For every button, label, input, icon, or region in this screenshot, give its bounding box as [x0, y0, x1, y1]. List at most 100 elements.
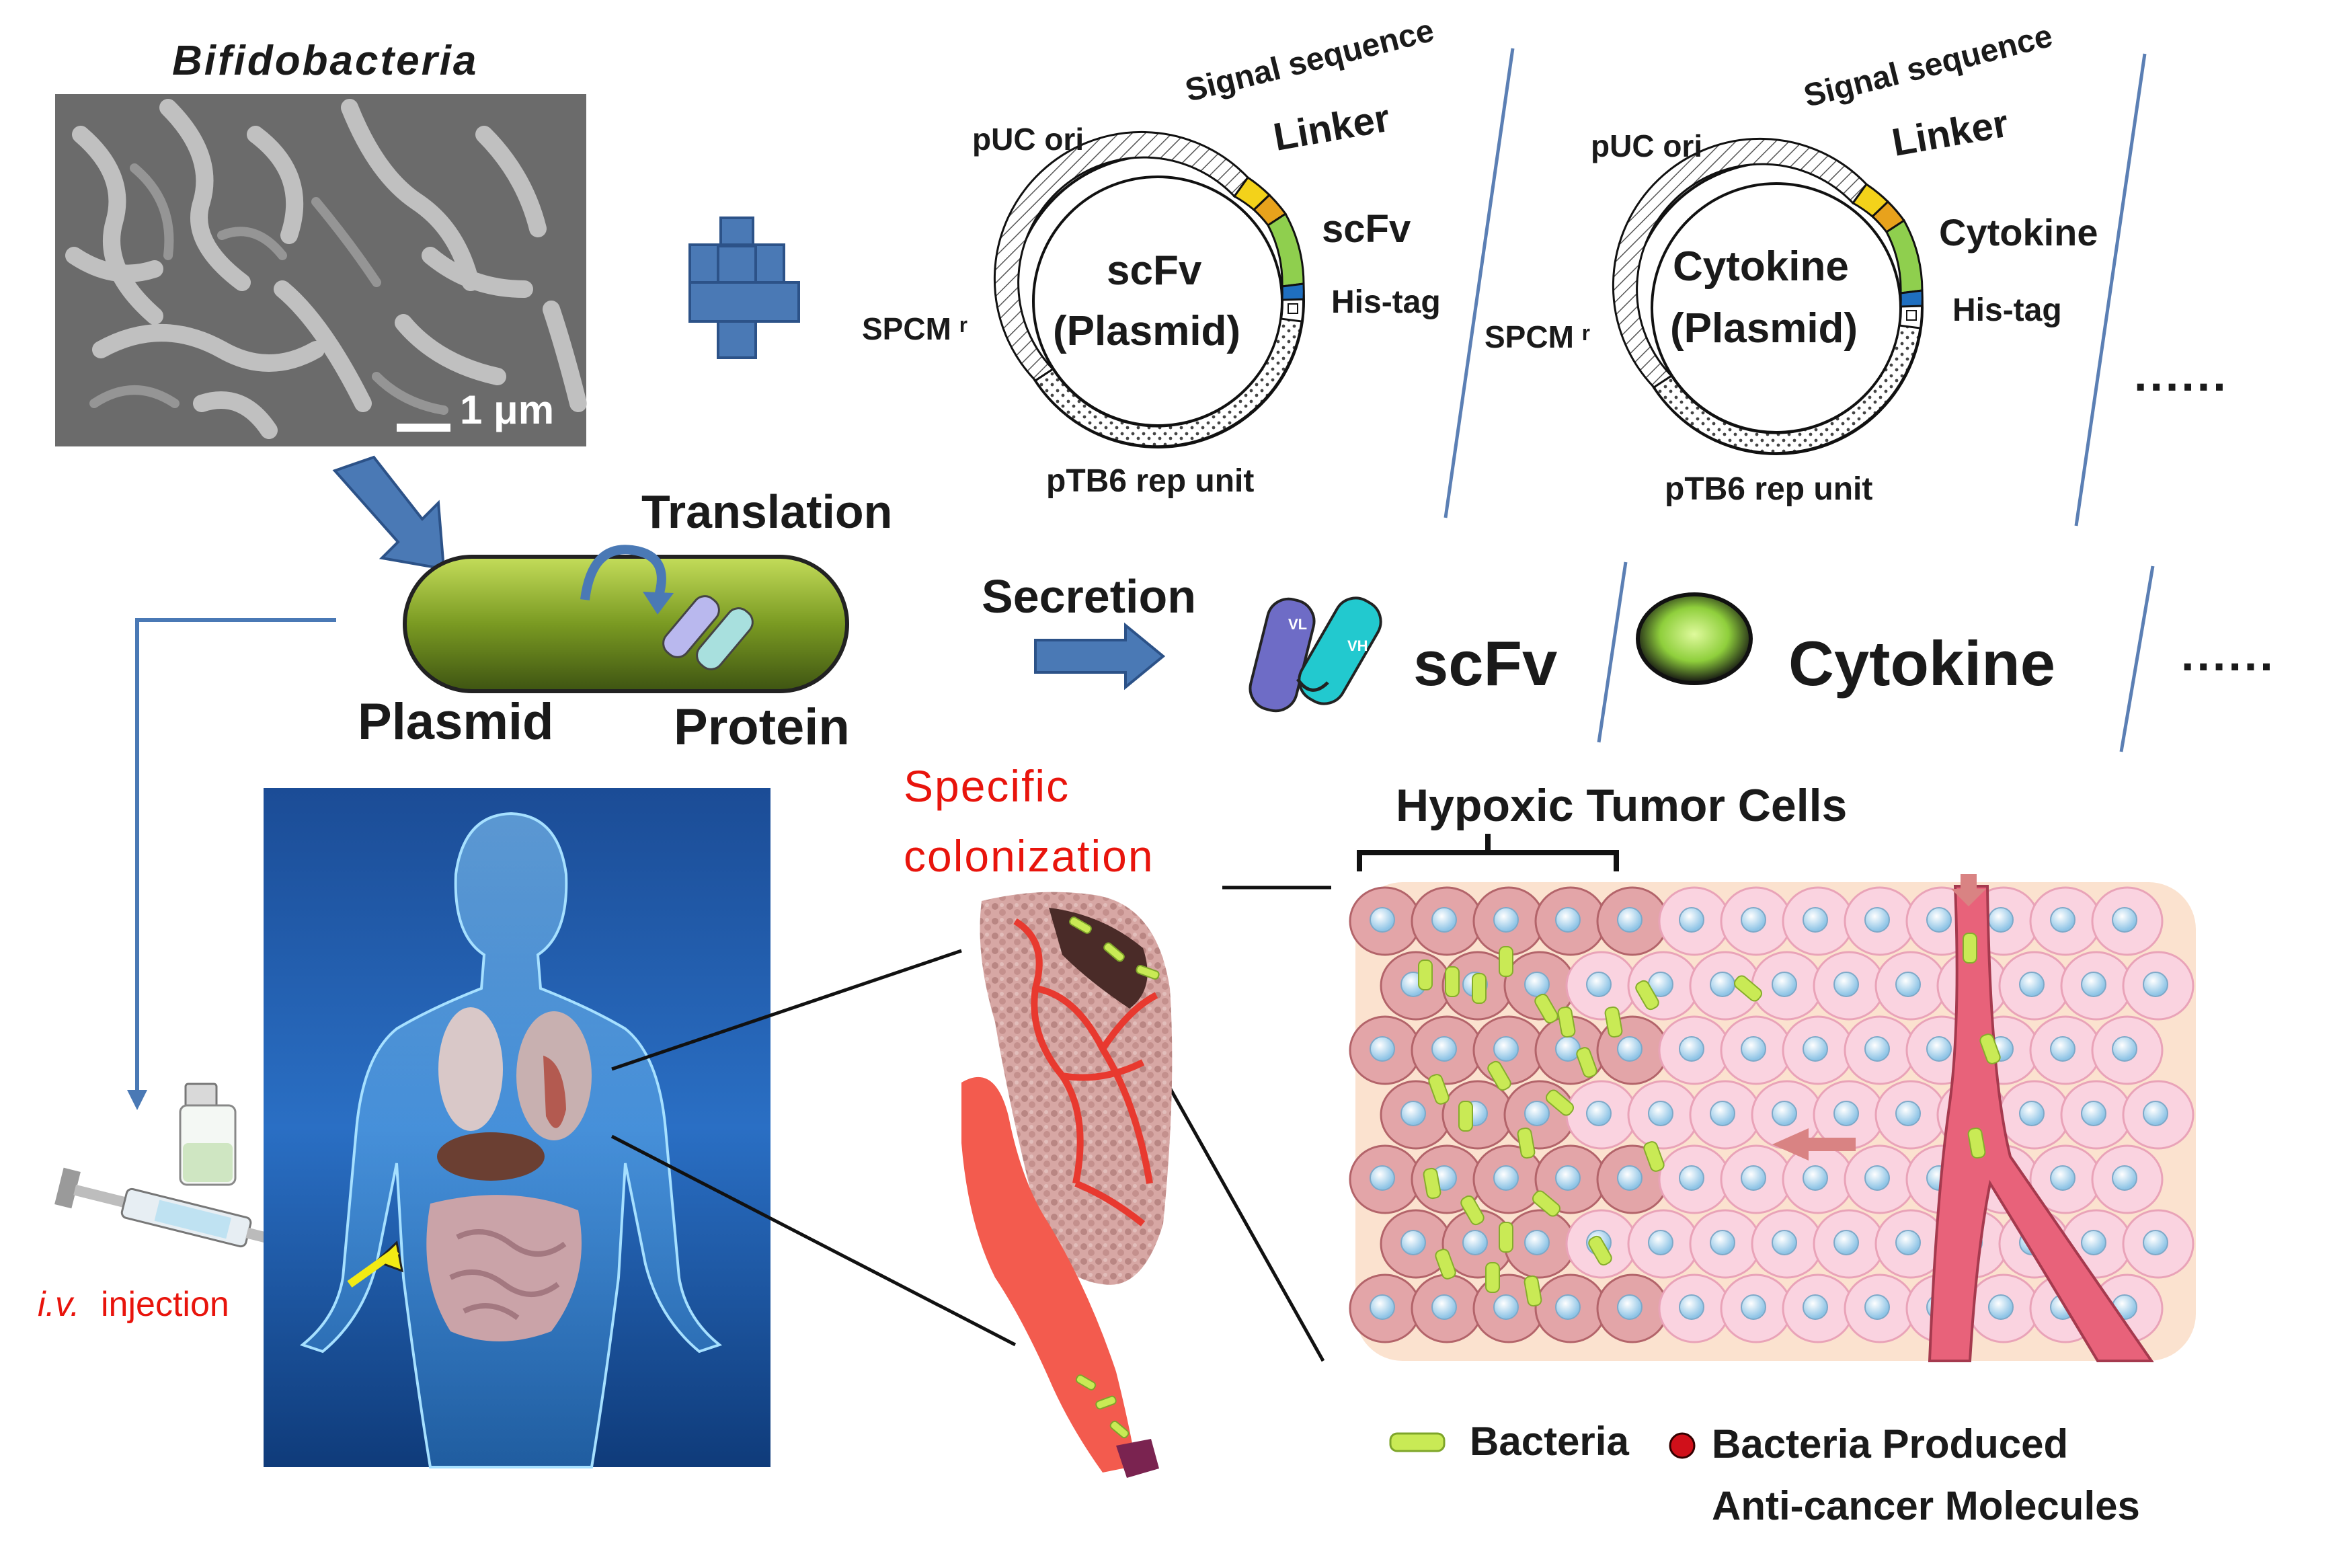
bacterium	[1532, 1190, 1561, 1217]
plasmid2-puc-ori: pUC ori	[1591, 128, 1703, 163]
cell-nucleus	[1833, 1101, 1859, 1126]
cell-nucleus	[2112, 1165, 2137, 1191]
cell-nucleus	[1710, 1230, 1735, 1255]
cell-nucleus	[1679, 1165, 1704, 1191]
plasmid1-spcm: SPCM ʳ	[862, 311, 968, 346]
cell-nucleus	[1772, 1230, 1797, 1255]
cell-nucleus	[1864, 1165, 1890, 1191]
plasmid1-ptb6: pTB6 rep unit	[1046, 463, 1255, 499]
cell-nucleus	[2112, 1036, 2137, 1062]
cell-nucleus	[1370, 907, 1395, 933]
cell-nucleus	[2143, 1230, 2168, 1255]
bacterium	[1472, 973, 1487, 1004]
sem-micrograph	[55, 94, 587, 446]
ellipsis-top: ......	[2134, 348, 2229, 401]
vl-label: VL	[1288, 616, 1308, 633]
plasmid1-his-tag: His-tag	[1331, 284, 1441, 320]
cell-nucleus	[1370, 1294, 1395, 1320]
cell-nucleus	[2081, 1230, 2106, 1255]
plasmid2-spcm: SPCM ʳ	[1485, 319, 1591, 354]
cell-nucleus	[1895, 1101, 1921, 1126]
plasmid1-center-name: scFv	[1107, 247, 1202, 294]
cell-nucleus	[2081, 972, 2106, 997]
cell-nucleus	[1493, 1294, 1519, 1320]
plasmid2-center-subtitle: (Plasmid)	[1670, 305, 1858, 352]
bacterium	[1517, 1127, 1536, 1159]
cell-nucleus	[1710, 972, 1735, 997]
arrow-left-icon	[1772, 1128, 1856, 1161]
cell-nucleus	[1462, 1230, 1488, 1255]
bacterium	[1428, 1074, 1450, 1105]
cell-nucleus	[1833, 1230, 1859, 1255]
cell-nucleus	[1555, 1036, 1581, 1062]
arrow-right-secretion	[1034, 622, 1166, 691]
cell-nucleus	[1741, 1165, 1766, 1191]
bacterium-capsule	[403, 545, 849, 693]
bacterium	[1524, 1275, 1542, 1307]
cell-nucleus	[2143, 972, 2168, 997]
translation-label: Translation	[641, 485, 893, 538]
cell-nucleus	[1493, 907, 1519, 933]
human-body-illustration	[264, 788, 770, 1468]
legend-molecule-swatch	[1669, 1432, 1696, 1459]
cell-nucleus	[1988, 1294, 2014, 1320]
bacterium	[1967, 1127, 1986, 1159]
divider-lines	[1444, 48, 2155, 752]
cell-nucleus	[2050, 1165, 2075, 1191]
cell-nucleus	[1524, 972, 1550, 997]
cell-nucleus	[1493, 1036, 1519, 1062]
bacterium	[1418, 959, 1433, 990]
cell-nucleus	[1400, 1101, 1426, 1126]
ellipsis-mid: ......	[2181, 628, 2276, 680]
legend-molecules-line1: Bacteria Produced	[1712, 1421, 2069, 1466]
plasmid-map-cytokine	[1612, 138, 1924, 455]
cell-nucleus	[1895, 1230, 1921, 1255]
cell-nucleus	[1895, 972, 1921, 997]
bacterium	[1499, 1222, 1513, 1253]
specific-colonization-line2: colonization	[904, 831, 1154, 881]
plasmid1-puc-ori: pUC ori	[972, 122, 1084, 157]
bacterium	[1576, 1047, 1597, 1078]
cell-nucleus	[1772, 972, 1797, 997]
cell-nucleus	[1617, 907, 1643, 933]
cell-nucleus	[1741, 907, 1766, 933]
cell-nucleus	[1864, 1294, 1890, 1320]
injection-label: injection	[101, 1285, 229, 1324]
cell-nucleus	[1555, 1294, 1581, 1320]
cell-nucleus	[1586, 1101, 1612, 1126]
plasmid1-center-subtitle: (Plasmid)	[1053, 308, 1241, 354]
cell-nucleus	[1586, 972, 1612, 997]
bacterium	[1534, 993, 1558, 1024]
cell-nucleus	[2050, 907, 2075, 933]
cell-nucleus	[1431, 1294, 1457, 1320]
secretion-label: Secretion	[982, 570, 1196, 623]
bacterium	[1458, 1101, 1473, 1132]
vial-icon	[179, 1083, 237, 1186]
tumor-tissue-illustration	[961, 892, 1173, 1478]
cell-nucleus	[2019, 972, 2045, 997]
plasmid2-insert: Cytokine	[1939, 211, 2098, 253]
cell-nucleus	[1617, 1036, 1643, 1062]
plasmid-label: Plasmid	[358, 693, 554, 750]
plasmid-map-scfv	[994, 131, 1305, 448]
bacterium	[1485, 1262, 1500, 1293]
cell-nucleus	[1679, 1036, 1704, 1062]
cell-nucleus	[1617, 1294, 1643, 1320]
protein-label: Protein	[674, 699, 850, 756]
cell-nucleus	[1926, 1036, 1952, 1062]
cell-nucleus	[1617, 1165, 1643, 1191]
bacterium	[1604, 1006, 1623, 1038]
cell-nucleus	[1493, 1165, 1519, 1191]
iv-label: i.v.	[38, 1285, 80, 1324]
vh-label: VH	[1347, 637, 1368, 654]
cell-nucleus	[1710, 1101, 1735, 1126]
cell-nucleus	[2112, 907, 2137, 933]
specific-colonization-line1: Specific	[904, 761, 1070, 811]
bracket-shape	[1357, 834, 1619, 871]
hypoxic-tumor-cells-label: Hypoxic Tumor Cells	[1396, 780, 1848, 831]
cell-nucleus	[2143, 1101, 2168, 1126]
plasmid1-insert: scFv	[1322, 207, 1411, 251]
plasmid2-his-tag: His-tag	[1952, 292, 2062, 328]
protein-cylinders-icon	[662, 595, 754, 670]
